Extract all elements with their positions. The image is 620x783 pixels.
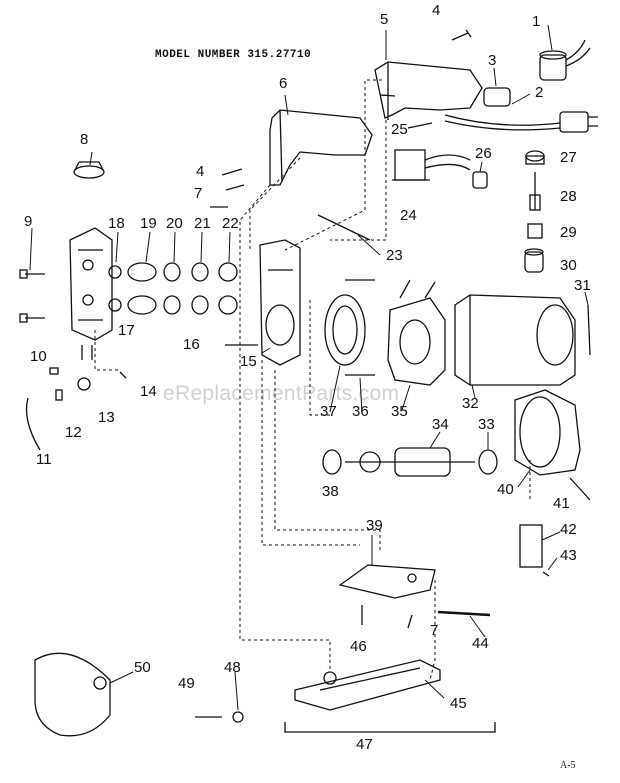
part-48-washer-drawing — [232, 711, 244, 723]
part-label-17: 17 — [118, 322, 135, 339]
part-17-gear-housing-drawing — [69, 227, 113, 360]
part-25-screw-drawing — [407, 122, 433, 129]
part-32-motor-housing-drawing — [454, 294, 576, 386]
part-label-30: 30 — [560, 257, 577, 274]
part-36-screw-drawing — [345, 279, 375, 376]
part-label-21: 21 — [194, 215, 211, 232]
part-label-14: 14 — [140, 383, 157, 400]
part-label-38: 38 — [322, 483, 339, 500]
part-44-drawing — [437, 610, 491, 617]
part-label-6: 6 — [279, 75, 288, 92]
part-34-armature-drawing — [345, 447, 475, 477]
part-label-16: 16 — [183, 336, 200, 353]
part-label-39: 39 — [366, 517, 383, 534]
part-label-35: 35 — [391, 403, 408, 420]
part-33-bearing-drawing — [478, 449, 498, 475]
part-40-endcap-drawing — [514, 389, 581, 476]
part-label-45: 45 — [450, 695, 467, 712]
part-label-1: 1 — [532, 13, 541, 30]
part-label-2: 2 — [535, 84, 544, 101]
part-label-44: 44 — [472, 635, 489, 652]
part-label-26: 26 — [475, 145, 492, 162]
part-label-46: 46 — [350, 638, 367, 655]
part-2-cord-drawing — [444, 111, 598, 133]
part-30-drawing — [524, 248, 544, 273]
part-label-7c: 7 — [430, 622, 439, 639]
part-37-gasket-drawing — [324, 294, 366, 366]
part-24-terminal-drawing — [392, 149, 471, 181]
part-label-3: 3 — [488, 52, 497, 69]
part-4-screw-drawing — [221, 29, 472, 191]
part-label-10: 10 — [30, 348, 47, 365]
part-label-41: 41 — [553, 495, 570, 512]
part-label-11: 11 — [36, 451, 52, 468]
part-45-base-drawing — [294, 659, 441, 711]
part-6-handle-drawing — [269, 109, 373, 186]
part-label-7: 7 — [194, 185, 203, 202]
part-label-22: 22 — [222, 215, 239, 232]
part-7b-screw-drawing — [407, 614, 413, 629]
part-41-screw-drawing — [569, 477, 591, 501]
part-label-49: 49 — [178, 675, 195, 692]
part-label-20: 20 — [166, 215, 183, 232]
part-9-screw-drawing — [19, 269, 45, 323]
part-label-9: 9 — [24, 213, 33, 230]
part-8-knob-drawing — [73, 161, 105, 179]
part-39-plate-drawing — [338, 564, 436, 599]
page-code: A-5 — [560, 760, 576, 771]
part-label-24: 24 — [400, 207, 417, 224]
part-label-8: 8 — [80, 131, 89, 148]
parts-18-22-drawing — [108, 262, 238, 315]
part-50-guard-drawing — [34, 652, 111, 737]
part-label-34: 34 — [432, 416, 449, 433]
part-35-field-drawing — [387, 279, 446, 386]
part-label-18: 18 — [108, 215, 125, 232]
part-label-4b: 4 — [196, 163, 205, 180]
part-47-bracket-drawing — [284, 722, 496, 733]
part-label-33: 33 — [478, 416, 495, 433]
part-23-screw-drawing — [317, 214, 371, 241]
part-27-drawing — [525, 150, 545, 165]
part-label-13: 13 — [98, 409, 115, 426]
part-15-housing-drawing — [259, 239, 301, 366]
part-3-drawing — [483, 87, 511, 107]
part-label-15: 15 — [240, 353, 257, 370]
part-label-25: 25 — [391, 121, 408, 138]
watermark: eReplacementParts.com — [163, 382, 400, 405]
part-label-31: 31 — [574, 277, 591, 294]
part-38-bearing-drawing — [322, 449, 342, 475]
part-label-4: 4 — [432, 2, 441, 19]
part-label-32: 32 — [462, 395, 479, 412]
part-43-drawing — [542, 571, 550, 577]
part-42-drawing — [519, 524, 543, 568]
part-label-23: 23 — [386, 247, 403, 264]
part-label-19: 19 — [140, 215, 157, 232]
part-26-drawing — [472, 171, 488, 189]
part-28-drawing — [529, 172, 541, 211]
part-label-28: 28 — [560, 188, 577, 205]
part-5-handle-drawing — [374, 61, 483, 120]
part-label-47: 47 — [356, 736, 373, 753]
part-label-36: 36 — [352, 403, 369, 420]
model-number-label: MODEL NUMBER 315.27710 — [155, 49, 312, 61]
part-label-12: 12 — [65, 424, 82, 441]
part-29-drawing — [527, 223, 543, 239]
part-label-5: 5 — [380, 11, 389, 28]
part-label-43: 43 — [560, 547, 577, 564]
part-label-48: 48 — [224, 659, 241, 676]
part-label-50: 50 — [134, 659, 151, 676]
part-label-37: 37 — [320, 403, 337, 420]
part-label-27: 27 — [560, 149, 577, 166]
parts-10-14-drawing — [25, 367, 127, 451]
part-1-switch-drawing — [539, 39, 591, 81]
part-label-42: 42 — [560, 521, 577, 538]
part-label-29: 29 — [560, 224, 577, 241]
part-31-drawing — [587, 304, 591, 356]
part-label-40: 40 — [497, 481, 514, 498]
